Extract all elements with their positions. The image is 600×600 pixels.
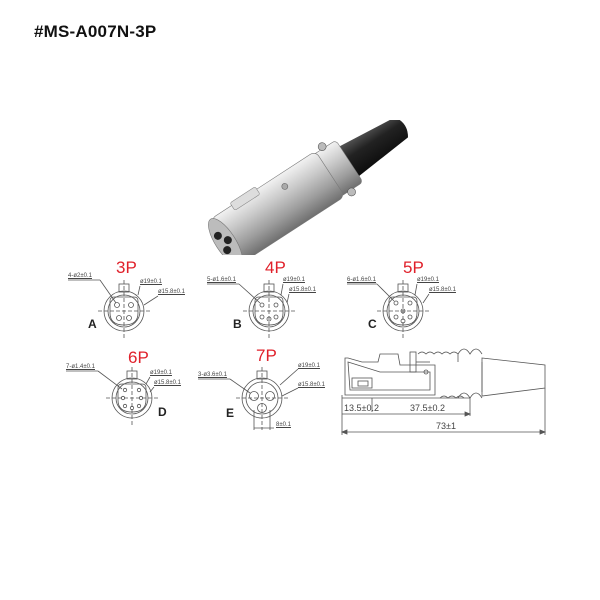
- pin-count-label: 3P: [116, 258, 137, 277]
- pin-count-label: 6P: [128, 348, 149, 367]
- pin-count-label: 7P: [256, 346, 277, 365]
- hole-dimension: 6-ø1.6±0.1: [347, 277, 376, 283]
- view-e-7p: 7P 3-ø3.6±0.1 ø19±0.1 ø15.8±0.1 8±0.1 E: [190, 340, 340, 440]
- width-dimension: 8±0.1: [276, 422, 291, 428]
- view-a-3p: 3P 4-ø2±0.1 ø19±0.1 ø15.8±0.1 A: [60, 255, 200, 340]
- product-title: #MS-A007N-3P: [34, 22, 157, 41]
- view-letter: C: [368, 317, 377, 331]
- total-length-dimension: 73±1: [436, 421, 456, 431]
- socket-face-drawing: [66, 367, 158, 425]
- socket-face-drawing: [68, 279, 159, 340]
- hole-dimension: 7-ø1.4±0.1: [66, 364, 95, 370]
- pin-count-label: 5P: [403, 258, 424, 277]
- view-letter: A: [88, 317, 97, 331]
- socket-face-drawing: [198, 367, 299, 430]
- outer-diameter: ø19±0.1: [150, 370, 172, 376]
- inner-diameter: ø15.8±0.1: [429, 287, 456, 293]
- socket-face-drawing: [347, 280, 430, 340]
- connector-photo: [180, 117, 430, 266]
- side-section-drawing: [340, 348, 547, 435]
- mid-length-dimension: 37.5±0.2: [410, 403, 445, 413]
- outer-diameter: ø19±0.1: [140, 279, 162, 285]
- side-section-view: 13.5±0.2 37.5±0.2 73±1: [340, 340, 560, 440]
- hole-dimension: 5-ø1.6±0.1: [207, 277, 236, 283]
- pin-count-label: 4P: [265, 258, 286, 277]
- hole-dimension: 4-ø2±0.1: [68, 273, 92, 279]
- view-letter: D: [158, 405, 167, 419]
- hole-dimension: 3-ø3.6±0.1: [198, 372, 227, 378]
- view-letter: E: [226, 406, 235, 420]
- view-c-5p: 5P 6-ø1.6±0.1 ø19±0.1 ø15.8±0.1 C: [335, 255, 475, 340]
- view-b-4p: 4P 5-ø1.6±0.1 ø19±0.1 ø15.8±0.1 B: [195, 255, 335, 340]
- outer-diameter: ø19±0.1: [298, 363, 320, 369]
- inner-diameter: ø15.8±0.1: [298, 382, 325, 388]
- inner-diameter: ø15.8±0.1: [289, 287, 316, 293]
- inner-diameter: ø15.8±0.1: [158, 289, 185, 295]
- view-d-6p: 6P 7-ø1.4±0.1 ø19±0.1 ø15.8±0.1 D: [60, 340, 200, 425]
- view-letter: B: [233, 317, 242, 331]
- outer-diameter: ø19±0.1: [417, 277, 439, 283]
- outer-diameter: ø19±0.1: [283, 277, 305, 283]
- front-length-dimension: 13.5±0.2: [344, 403, 379, 413]
- socket-face-drawing: [207, 280, 295, 340]
- inner-diameter: ø15.8±0.1: [154, 380, 181, 386]
